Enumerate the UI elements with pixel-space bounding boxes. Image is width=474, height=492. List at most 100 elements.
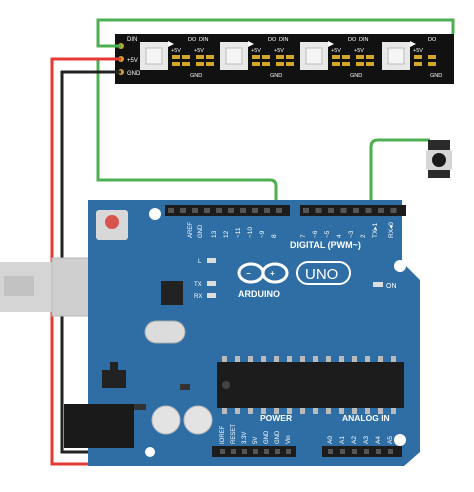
reset-button[interactable] <box>96 210 128 240</box>
wire-din-to-pin9[interactable] <box>96 57 278 212</box>
svg-text:+5V: +5V <box>274 48 284 54</box>
digital-pin-sockets[interactable] <box>168 208 397 213</box>
infinity-icon-right <box>261 262 289 284</box>
button-cap[interactable] <box>432 153 446 167</box>
analog-pin-label: A0 <box>327 436 334 444</box>
pin-socket[interactable] <box>204 208 210 213</box>
on-led <box>373 282 383 287</box>
gnd-label: GND <box>127 71 141 77</box>
push-button[interactable] <box>426 140 452 178</box>
digital-pin-label: 8 <box>271 234 278 238</box>
tx-led <box>207 281 216 286</box>
pin-socket[interactable] <box>353 208 359 213</box>
voltage-regulator <box>102 370 126 388</box>
svg-text:+: + <box>270 269 275 278</box>
digital-pin-label: ~9 <box>259 230 266 238</box>
pixel-3[interactable]: +5V DO DIN +5V GND <box>300 37 374 79</box>
tx-label: TX <box>194 282 202 288</box>
svg-text:+5V: +5V <box>331 48 341 54</box>
pin-socket[interactable] <box>231 449 236 454</box>
digital-pin-label: 12 <box>223 230 230 238</box>
arrow-icon <box>168 41 174 47</box>
digital-pin-label: ~6 <box>312 230 319 238</box>
svg-text:GND: GND <box>350 73 362 79</box>
pin-socket[interactable] <box>192 208 198 213</box>
pin-socket[interactable] <box>340 449 345 454</box>
pin-socket[interactable] <box>364 449 369 454</box>
pin-socket[interactable] <box>180 208 186 213</box>
wire-button-to-pin2[interactable] <box>369 138 430 212</box>
pin-socket[interactable] <box>264 449 269 454</box>
pixel-2[interactable]: +5V DO DIN +5V GND <box>220 37 294 79</box>
reset-button-cap[interactable] <box>105 215 119 229</box>
pin-socket[interactable] <box>376 449 381 454</box>
analog-label: ANALOG IN <box>342 413 390 423</box>
svg-text:GND: GND <box>430 73 442 79</box>
pin-socket[interactable] <box>264 208 270 213</box>
pin-socket[interactable] <box>388 449 393 454</box>
pin-socket[interactable] <box>340 208 347 213</box>
pin-socket[interactable] <box>240 208 246 213</box>
pin-socket[interactable] <box>252 208 258 213</box>
din-label: DIN <box>127 37 137 43</box>
digital-pin-label: TX▸1 <box>372 222 379 238</box>
digital-pin-label: ~10 <box>247 227 254 238</box>
mounting-hole <box>394 260 406 272</box>
svg-text:+5V: +5V <box>354 48 364 54</box>
v5-label: +5V <box>127 58 138 64</box>
pin-socket[interactable] <box>276 208 282 213</box>
wire-top-green[interactable] <box>96 18 455 48</box>
power-pin-label: Vin <box>286 435 292 444</box>
pin-socket[interactable] <box>352 449 357 454</box>
power-label: POWER <box>260 413 292 423</box>
power-pin-label: 5V <box>253 437 259 444</box>
arrow-icon <box>410 41 416 47</box>
analog-pin-label: A2 <box>351 436 358 444</box>
gnd-label: GND <box>198 224 204 238</box>
analog-pin-sockets[interactable] <box>328 449 393 454</box>
power-pin-label: GND <box>275 430 281 444</box>
atmega-chip <box>217 356 404 414</box>
digital-pin-label: 2 <box>360 234 367 238</box>
pin-socket[interactable] <box>275 449 280 454</box>
pin-socket[interactable] <box>220 449 225 454</box>
svg-text:DO: DO <box>428 37 437 43</box>
pin-socket[interactable] <box>365 208 372 213</box>
digital-label: DIGITAL (PWM~) <box>290 240 361 250</box>
pin-socket[interactable] <box>242 449 247 454</box>
svg-text:+5V: +5V <box>413 48 423 54</box>
pin-socket[interactable] <box>328 208 334 213</box>
rx-label: RX <box>194 294 202 300</box>
svg-text:GND: GND <box>190 73 202 79</box>
pin-socket[interactable] <box>228 208 234 213</box>
pin-socket[interactable] <box>253 449 258 454</box>
svg-text:DIN: DIN <box>279 37 289 43</box>
pin-socket[interactable] <box>328 449 333 454</box>
pixel-4[interactable]: +5V DO GND <box>382 37 442 79</box>
svg-text:+5V: +5V <box>171 48 181 54</box>
pin-socket[interactable] <box>315 208 322 213</box>
pin-socket[interactable] <box>216 208 222 213</box>
capacitor <box>183 405 213 435</box>
pin-socket[interactable] <box>303 208 309 213</box>
pixel-1[interactable]: +5V DO DIN +5V GND <box>140 37 214 79</box>
power-pin-sockets[interactable] <box>220 449 291 454</box>
dc-power-jack <box>64 404 134 448</box>
mounting-hole <box>394 434 406 446</box>
analog-header <box>322 446 402 457</box>
pin-socket[interactable] <box>286 449 291 454</box>
neopixel-strip[interactable]: DIN +5V GND +5V DO DIN +5V GND <box>115 34 454 84</box>
pin-socket[interactable] <box>378 208 384 213</box>
pin-socket[interactable] <box>390 208 397 213</box>
pin-socket[interactable] <box>168 208 174 213</box>
digital-pin-label: ~11 <box>235 227 242 238</box>
digital-pin-label: 7 <box>300 234 307 238</box>
uno-badge: UNO <box>296 261 351 285</box>
usb-chip <box>161 281 183 305</box>
arrow-icon <box>248 41 254 47</box>
digital-header-left <box>165 205 290 216</box>
